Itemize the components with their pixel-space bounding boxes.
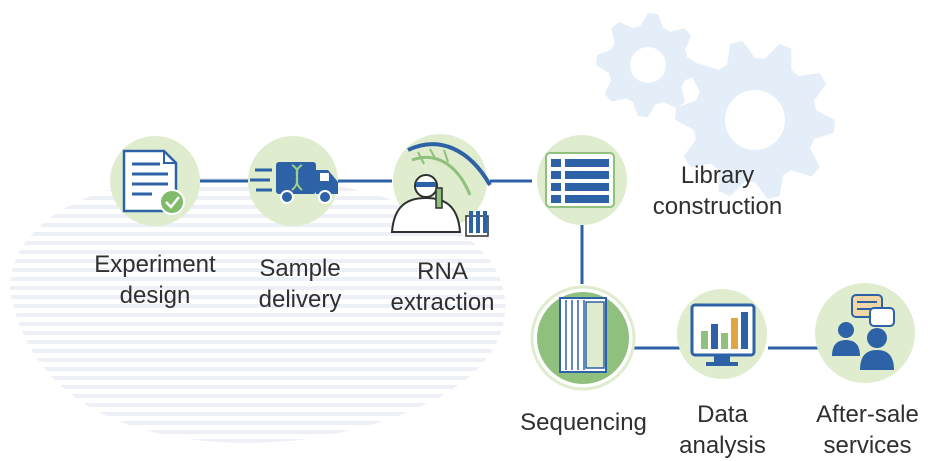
customer-support-icon [832, 294, 895, 370]
node-after-sale-services [815, 283, 915, 383]
label-sequencing: Sequencing [520, 409, 647, 436]
label-after-sale-services: After-sale services [816, 401, 919, 459]
document-check-icon [122, 149, 185, 215]
list-icon [545, 152, 615, 208]
delivery-truck-icon [250, 162, 338, 204]
node-sample-delivery [248, 136, 338, 226]
gears-icon [596, 13, 835, 199]
node-library-construction [537, 135, 627, 225]
node-sequencing [530, 285, 636, 391]
sequencer-icon [559, 297, 607, 373]
label-rna-extraction: RNA extraction [390, 258, 495, 316]
label-library-construction: Library construction [652, 162, 783, 220]
bar-chart-monitor-icon [690, 303, 756, 366]
label-sample-delivery: Sample delivery [258, 255, 342, 313]
node-data-analysis [677, 289, 767, 379]
node-experiment-design [110, 136, 200, 226]
label-data-analysis: Data analysis [679, 401, 766, 459]
scientist-icon [390, 142, 492, 237]
connector-lines [200, 179, 818, 350]
label-experiment-design: Experiment design [94, 251, 216, 309]
node-rna-extraction [390, 134, 492, 237]
